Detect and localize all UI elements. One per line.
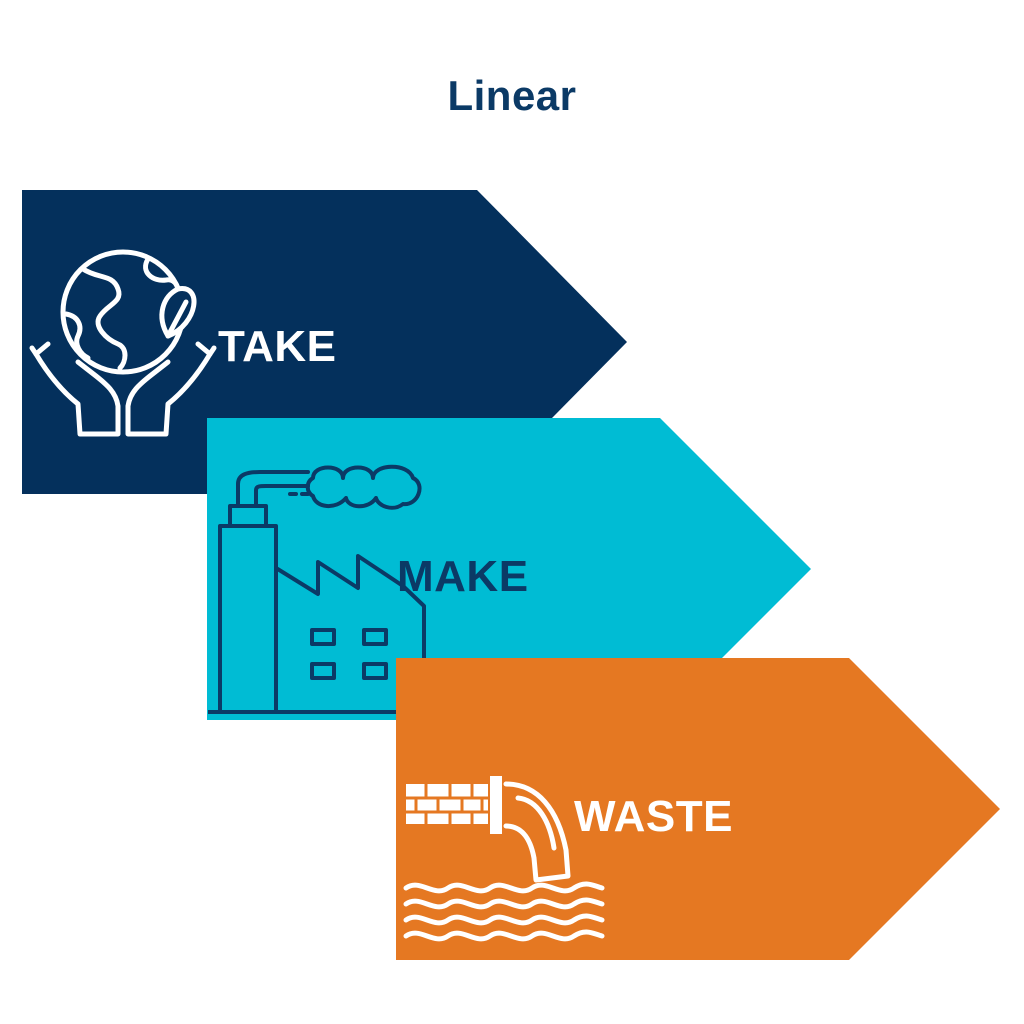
step-label-waste: WASTE [574,792,733,841]
page-title: Linear [447,72,577,119]
step-label-make: MAKE [397,552,529,601]
step-label-take: TAKE [218,322,337,371]
hands-holding-earth-icon [28,244,218,444]
waste-pipe-icon [398,770,608,955]
factory-icon [206,456,448,723]
arrow-make [207,418,812,720]
